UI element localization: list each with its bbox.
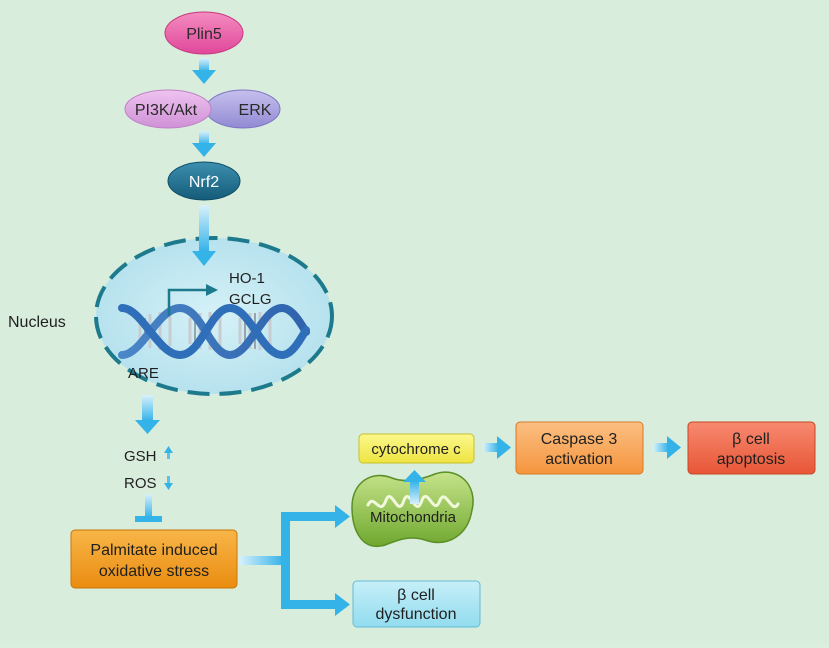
erk-label: ERK	[239, 102, 272, 119]
ros-label: ROS	[124, 475, 157, 492]
dysfunction-line2: dysfunction	[376, 606, 457, 623]
cytochrome-box: cytochrome c	[358, 433, 475, 464]
pi3k-akt-label: PI3K/Akt	[135, 102, 198, 119]
arrow-pi3k-to-nrf2	[192, 131, 216, 157]
arrow-caspase-to-apoptosis	[653, 436, 681, 459]
inhibition-ros-to-palmitate	[135, 494, 162, 522]
branch-connector	[239, 505, 350, 616]
dysfunction-box: β cell dysfunction	[352, 580, 481, 628]
mitochondria: Mitochondria	[351, 471, 474, 548]
palmitate-box: Palmitate induced oxidative stress	[70, 529, 238, 589]
plin5-node: Plin5	[164, 11, 244, 55]
arrow-cytochrome-to-caspase	[483, 436, 511, 459]
promoter-arrow	[167, 284, 218, 316]
caspase-line1: Caspase 3	[541, 431, 618, 448]
dysfunction-line1: β cell	[397, 587, 435, 604]
arrow-nrf2-to-dna	[192, 205, 216, 266]
erk-node: ERK	[205, 89, 281, 129]
apoptosis-line2: apoptosis	[717, 451, 786, 468]
apoptosis-box: β cell apoptosis	[687, 421, 816, 475]
dna-helix	[118, 303, 310, 360]
arrow-plin5-to-pi3k	[192, 58, 216, 84]
cytochrome-label: cytochrome c	[371, 441, 461, 458]
mitochondria-label: Mitochondria	[370, 509, 457, 526]
ros-down-arrow	[164, 476, 173, 490]
palmitate-line1: Palmitate induced	[90, 542, 217, 559]
arrow-mito-to-cytochrome	[403, 470, 426, 504]
gsh-up-arrow	[164, 446, 173, 459]
nrf2-node: Nrf2	[167, 161, 241, 201]
are-label: ARE	[128, 365, 159, 382]
gclg-label: GCLG	[229, 291, 272, 308]
arrow-nucleus-to-gsh	[135, 395, 160, 434]
pi3k-akt-node: PI3K/Akt	[124, 89, 212, 129]
nucleus-label: Nucleus	[8, 314, 66, 331]
caspase-line2: activation	[545, 451, 613, 468]
nrf2-label: Nrf2	[189, 174, 219, 191]
palmitate-line2: oxidative stress	[99, 563, 209, 580]
ho1-label: HO-1	[229, 270, 265, 287]
apoptosis-line1: β cell	[732, 431, 770, 448]
plin5-label: Plin5	[186, 26, 222, 43]
caspase-box: Caspase 3 activation	[515, 421, 644, 475]
gsh-label: GSH	[124, 448, 157, 465]
